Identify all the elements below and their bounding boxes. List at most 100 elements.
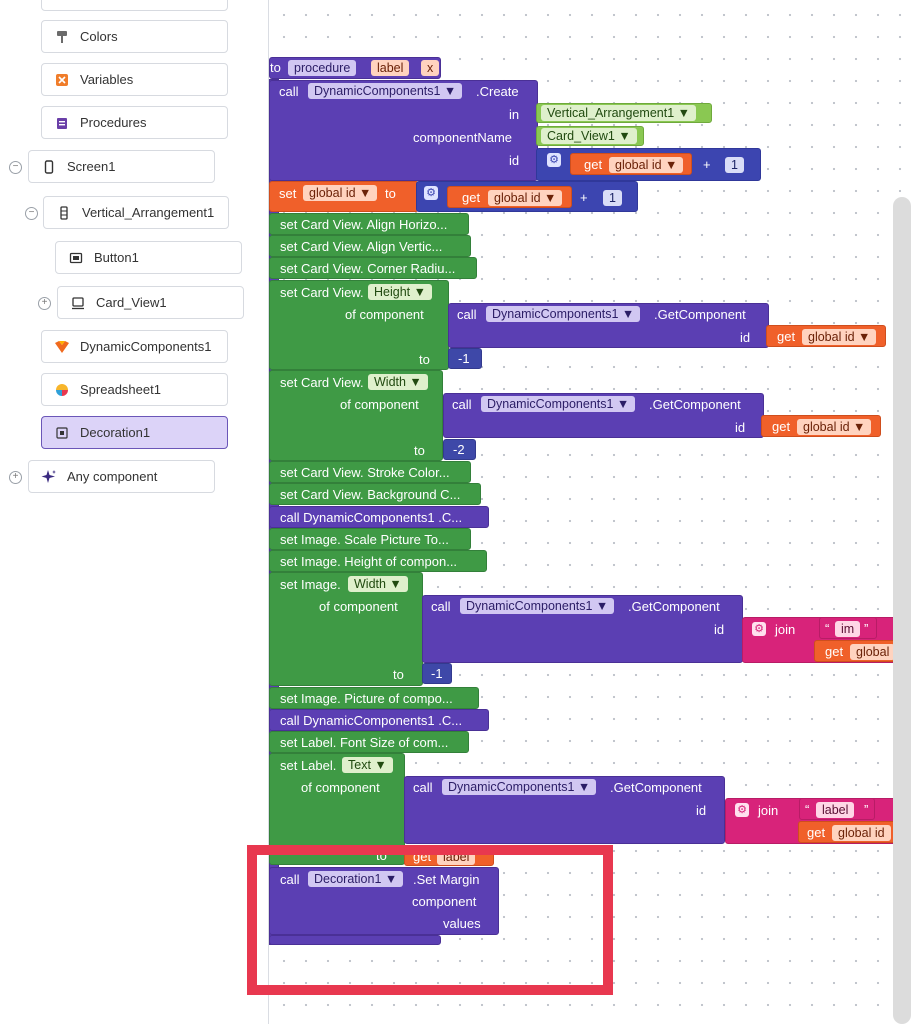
component-name-block[interactable]: Card_View1 ▼	[536, 126, 644, 146]
get-component-block[interactable]: call DynamicComponents1 ▼ .GetComponent …	[448, 303, 769, 348]
param-label[interactable]: label	[371, 60, 410, 76]
set-label-font-size-block[interactable]: set Label. Font Size of com...	[269, 731, 469, 753]
component-dropdown[interactable]: DynamicComponents1 ▼	[486, 306, 641, 322]
block-label: set Image. Scale Picture To...	[280, 532, 449, 547]
component-name-label: componentName	[413, 130, 512, 145]
sidebar-item-procedures[interactable]: Procedures	[41, 106, 228, 139]
expand-toggle-any-component[interactable]: +	[9, 471, 22, 484]
id-label: id	[735, 420, 746, 435]
component-dropdown[interactable]: DynamicComponents1 ▼	[308, 83, 463, 99]
global-id-dropdown[interactable]: global id ▼	[609, 157, 684, 173]
get-global-id-block[interactable]: get global id ▼	[570, 153, 692, 175]
expand-toggle-card-view1[interactable]: +	[38, 297, 51, 310]
width-dropdown[interactable]: Width ▼	[368, 374, 428, 390]
number-block[interactable]: -1	[448, 348, 482, 369]
get-global-id-block[interactable]: get global id ▼	[447, 186, 572, 208]
mutator-gear-icon[interactable]: ⚙	[752, 622, 766, 636]
call-dynamic-components-create-block[interactable]: call DynamicComponents1 .C...	[269, 506, 489, 528]
procedures-icon	[54, 115, 70, 131]
procedure-definition-block[interactable]: to procedure label x	[269, 57, 441, 79]
text-dropdown[interactable]: Text ▼	[342, 757, 393, 773]
global-id-dropdown[interactable]: global id ▼	[303, 185, 378, 201]
call-keyword: call	[431, 599, 451, 614]
vertical-arrangement-dropdown[interactable]: Vertical_Arrangement1 ▼	[541, 105, 696, 121]
in-label: in	[509, 107, 520, 122]
set-image-scale-picture-block[interactable]: set Image. Scale Picture To...	[269, 528, 471, 550]
sidebar-item-label: Decoration1	[80, 425, 151, 440]
sidebar-item-any-component[interactable]: Any component	[28, 460, 215, 493]
component-dropdown[interactable]: DynamicComponents1 ▼	[481, 396, 636, 412]
set-card-view-align-horizontal-block[interactable]: set Card View. Align Horizo...	[269, 213, 469, 235]
global-id-dropdown[interactable]: global id ▼	[488, 190, 563, 206]
set-card-view-background-color-block[interactable]: set Card View. Background C...	[269, 483, 481, 505]
sidebar-item-label: Colors	[80, 29, 118, 44]
collapse-toggle-screen1[interactable]: −	[9, 161, 22, 174]
param-x[interactable]: x	[421, 60, 440, 76]
string-value[interactable]: label	[816, 802, 855, 818]
number-block[interactable]: -1	[422, 663, 452, 684]
mutator-gear-icon[interactable]: ⚙	[547, 153, 561, 167]
global-dropdown[interactable]: global	[850, 644, 896, 660]
sidebar-item-screen1[interactable]: Screen1	[28, 150, 215, 183]
get-global-id-block[interactable]: get global id ▼	[761, 415, 881, 437]
get-global-id-block[interactable]: get global id ▼	[766, 325, 886, 347]
sidebar-item-label: Vertical_Arrangement1	[82, 205, 215, 220]
sidebar-item-spreadsheet1[interactable]: Spreadsheet1	[41, 373, 228, 406]
spreadsheet-icon	[54, 382, 70, 398]
get-component-method: .GetComponent	[654, 307, 746, 322]
set-card-view-corner-radius-block[interactable]: set Card View. Corner Radiu...	[269, 257, 477, 279]
text-string-block[interactable]: “ im ”	[819, 617, 877, 639]
sidebar-item-dynamic-components1[interactable]: DynamicComponents1	[41, 330, 228, 363]
sidebar-item-built-in[interactable]	[41, 0, 228, 11]
sidebar-item-variables[interactable]: Variables	[41, 63, 228, 96]
mutator-gear-icon[interactable]: ⚙	[424, 186, 438, 200]
sidebar-item-vertical-arrangement1[interactable]: Vertical_Arrangement1	[43, 196, 229, 229]
set-image-height-block[interactable]: set Image. Height of compon...	[269, 550, 487, 572]
create-component-block[interactable]: call DynamicComponents1 ▼ .Create in com…	[269, 80, 538, 181]
card-view-dropdown[interactable]: Card_View1 ▼	[541, 128, 637, 144]
set-margin-block[interactable]: call Decoration1 ▼ .Set Margin component…	[269, 867, 499, 935]
set-card-view-label: set Card View.	[280, 375, 364, 390]
collapse-toggle-vertical-arrangement1[interactable]: −	[25, 207, 38, 220]
call-dynamic-components-create-block[interactable]: call DynamicComponents1 .C...	[269, 709, 489, 731]
procedure-name-field[interactable]: procedure	[288, 60, 357, 76]
get-global-id-block[interactable]: get global id	[798, 821, 911, 843]
get-component-method: .GetComponent	[628, 599, 720, 614]
set-card-view-height-block[interactable]: set Card View. Height ▼ of component to	[269, 280, 449, 370]
get-component-block[interactable]: call DynamicComponents1 ▼ .GetComponent …	[404, 776, 725, 844]
call-keyword: call	[280, 872, 300, 887]
height-dropdown[interactable]: Height ▼	[368, 284, 432, 300]
component-dropdown[interactable]: DynamicComponents1 ▼	[460, 598, 615, 614]
string-value[interactable]: im	[835, 621, 861, 637]
block-label: set Card View. Background C...	[280, 487, 461, 502]
in-value-block[interactable]: Vertical_Arrangement1 ▼	[536, 103, 712, 123]
set-image-width-block[interactable]: set Image. Width ▼ of component to	[269, 572, 423, 686]
number-one[interactable]: 1	[725, 157, 744, 173]
set-global-id-block[interactable]: set global id ▼ to	[269, 181, 419, 212]
get-component-block[interactable]: call DynamicComponents1 ▼ .GetComponent …	[422, 595, 743, 663]
set-card-view-width-block[interactable]: set Card View. Width ▼ of component to	[269, 370, 443, 461]
sidebar-item-colors[interactable]: Colors	[41, 20, 228, 53]
sidebar-item-decoration1[interactable]: Decoration1	[41, 416, 228, 449]
decoration-dropdown[interactable]: Decoration1 ▼	[308, 871, 404, 887]
workspace-vertical-scrollbar[interactable]	[893, 197, 911, 1024]
global-id-dropdown[interactable]: global id ▼	[802, 329, 877, 345]
text-string-block[interactable]: “ label ”	[799, 798, 875, 820]
sidebar-item-button1[interactable]: Button1	[55, 241, 242, 274]
set-card-view-align-vertical-block[interactable]: set Card View. Align Vertic...	[269, 235, 471, 257]
number-block[interactable]: -2	[443, 439, 476, 460]
sidebar-item-label: Spreadsheet1	[80, 382, 161, 397]
mutator-gear-icon[interactable]: ⚙	[735, 803, 749, 817]
set-image-picture-block[interactable]: set Image. Picture of compo...	[269, 687, 479, 709]
set-card-view-stroke-color-block[interactable]: set Card View. Stroke Color...	[269, 461, 471, 483]
component-dropdown[interactable]: DynamicComponents1 ▼	[442, 779, 597, 795]
global-id-field[interactable]: global id	[832, 825, 891, 841]
global-id-dropdown[interactable]: global id ▼	[797, 419, 872, 435]
get-component-block[interactable]: call DynamicComponents1 ▼ .GetComponent …	[443, 393, 764, 438]
component-sidebar: Colors Variables Procedures − Screen1 − …	[0, 0, 269, 1024]
sidebar-item-card-view1[interactable]: Card_View1	[57, 286, 244, 319]
width-dropdown[interactable]: Width ▼	[348, 576, 408, 592]
number-one[interactable]: 1	[603, 190, 622, 206]
get-global-block[interactable]: get global	[814, 640, 911, 662]
of-component-label: of component	[345, 307, 424, 322]
